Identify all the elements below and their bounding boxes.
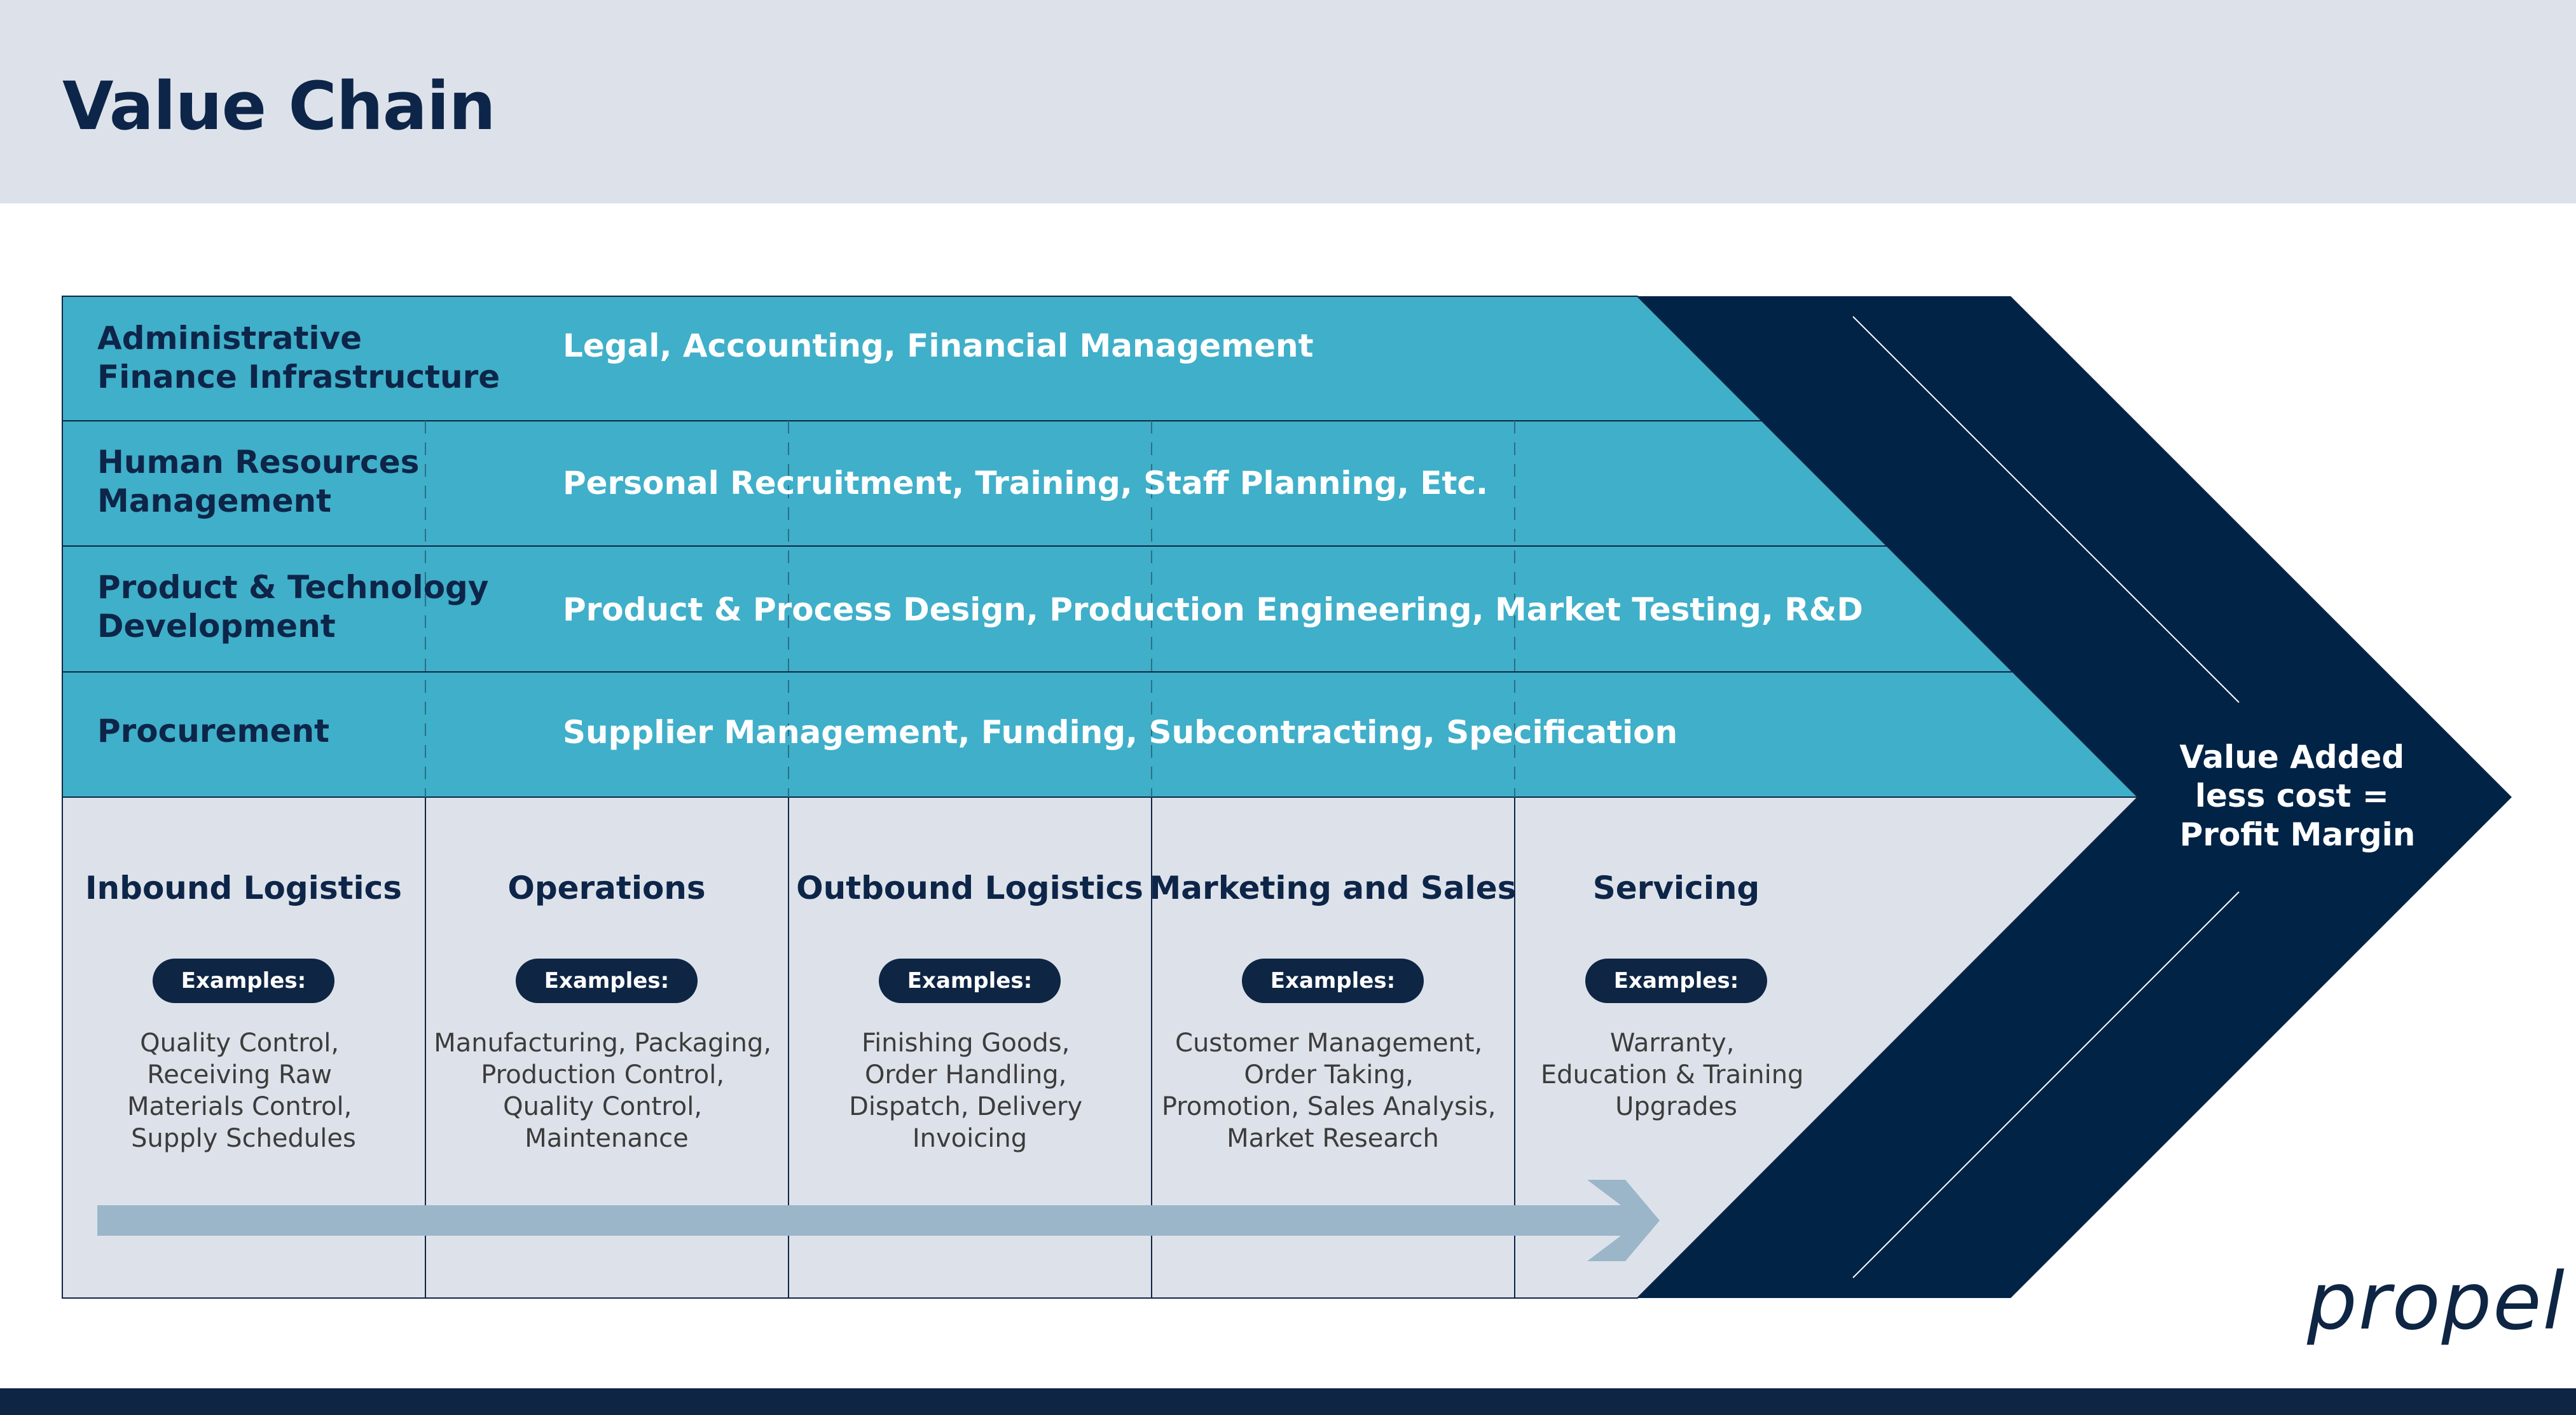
examples-text: Manufacturing, Packaging, Production Con…: [434, 1029, 780, 1153]
support-description-technology: Product & Process Design, Production Eng…: [563, 591, 1863, 628]
primary-column-inbound-logistics: Inbound Logistics Examples: Quality Cont…: [85, 870, 402, 1153]
examples-badge: [153, 959, 334, 1003]
examples-badge: [1585, 959, 1767, 1003]
flow-arrow: [97, 1180, 1660, 1261]
support-label-administrative: Administrative Finance Infrastructure: [97, 320, 500, 395]
support-row-dividers: [62, 420, 2013, 673]
support-label-hr: Human Resources Management: [97, 444, 430, 519]
page-title: Value Chain: [62, 67, 496, 145]
support-label-line: Management: [97, 482, 331, 519]
examples-text: Finishing Goods, Order Handling, Dispatc…: [849, 1029, 1091, 1153]
support-label-procurement: Procurement: [97, 713, 329, 749]
primary-title: Servicing: [1593, 870, 1760, 906]
primary-title: Marketing and Sales: [1150, 870, 1517, 906]
primary-column-servicing: Servicing Examples: Warranty, Education …: [1541, 870, 1812, 1121]
examples-badge-label: Examples:: [1271, 968, 1395, 994]
examples-badge-label: Examples:: [544, 968, 669, 994]
examples-badge: [516, 959, 698, 1003]
primary-column-outbound-logistics: Outbound Logistics Examples: Finishing G…: [796, 870, 1143, 1153]
support-description-administrative: Legal, Accounting, Financial Management: [563, 327, 1314, 364]
header-band: Value Chain: [0, 0, 2576, 203]
footer-bar: [0, 1388, 2576, 1415]
examples-badge: [879, 959, 1061, 1003]
examples-badge: [1242, 959, 1424, 1003]
primary-column-marketing-and-sales: Marketing and Sales Examples: Customer M…: [1150, 870, 1517, 1153]
support-label-line: Finance Infrastructure: [97, 359, 500, 395]
margin-chevron: [1637, 296, 2512, 1298]
examples-badge-label: Examples:: [907, 968, 1032, 994]
support-label-line: Development: [97, 608, 336, 645]
examples-badge-label: Examples:: [181, 968, 306, 994]
profit-margin-text: Value Added less cost = Profit Margin: [2179, 739, 2415, 853]
primary-activities-band: [62, 796, 2140, 1299]
primary-title: Outbound Logistics: [796, 870, 1143, 906]
propel-logo: propel: [2307, 1256, 2566, 1348]
primary-column-operations: Operations Examples: Manufacturing, Pack…: [434, 870, 780, 1153]
margin-accent-lines: [1852, 316, 2240, 1278]
support-column-guides: [425, 421, 1515, 797]
support-label-technology: Product & Technology Development: [97, 569, 500, 645]
support-description-procurement: Supplier Management, Funding, Subcontrac…: [563, 714, 1677, 751]
examples-text: Customer Management, Order Taking, Promo…: [1162, 1029, 1504, 1153]
primary-title: Inbound Logistics: [85, 870, 402, 906]
examples-text: Warranty, Education & Training Upgrades: [1541, 1029, 1812, 1121]
primary-title: Operations: [507, 870, 705, 906]
examples-text: Quality Control, Receiving Raw Materials…: [127, 1029, 360, 1153]
support-label-line: Human Resources: [97, 444, 419, 481]
support-description-hr: Personal Recruitment, Training, Staff Pl…: [563, 465, 1488, 502]
support-label-line: Administrative: [97, 320, 362, 357]
support-label-line: Product & Technology: [97, 569, 488, 606]
examples-badge-label: Examples:: [1614, 968, 1739, 994]
